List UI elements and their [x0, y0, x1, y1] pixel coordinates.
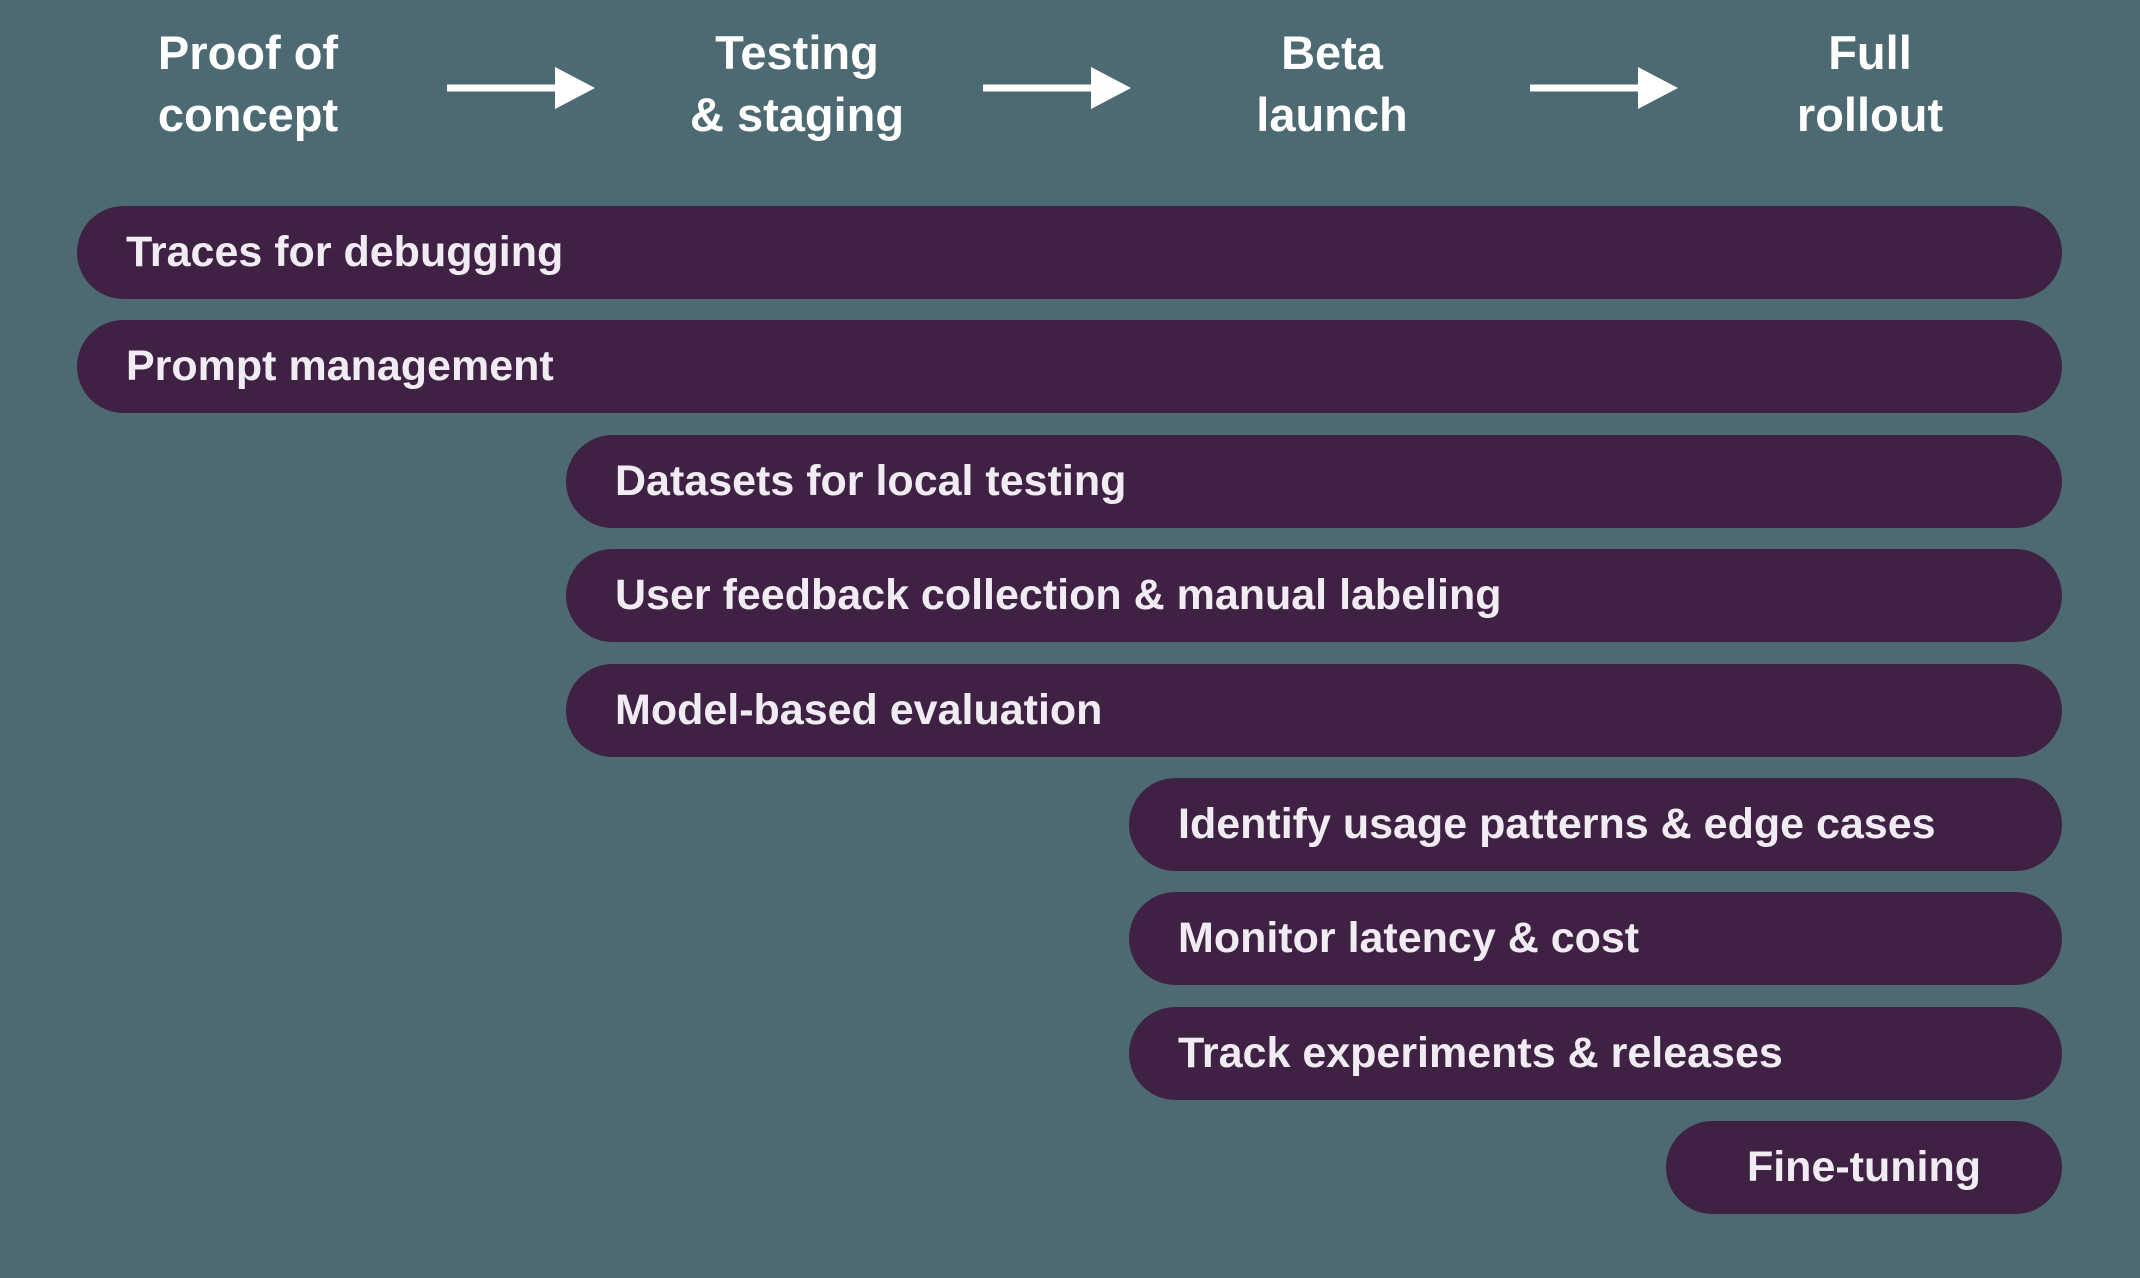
bar-prompt-management: Prompt management	[77, 320, 2062, 413]
flow-arrow-icon	[983, 67, 1131, 109]
bar-label: User feedback collection & manual labeli…	[615, 571, 1502, 619]
bar-label: Track experiments & releases	[1178, 1029, 1783, 1077]
bar-datasets-for-local-testing: Datasets for local testing	[566, 435, 2062, 528]
stage-label-line1: Full	[1828, 26, 1912, 79]
bar-label: Monitor latency & cost	[1178, 914, 1640, 962]
stage-label-full-rollout: Full rollout	[1797, 22, 1943, 146]
bar-label: Prompt management	[126, 342, 554, 390]
bar-label: Model-based evaluation	[615, 686, 1103, 734]
bar-label: Identify usage patterns & edge cases	[1178, 800, 1936, 848]
bar-label: Fine-tuning	[1746, 1143, 1982, 1191]
bar-model-based-evaluation: Model-based evaluation	[566, 664, 2062, 757]
stage-label-line1: Proof of	[157, 26, 339, 79]
stage-label-line1: Testing	[715, 26, 879, 79]
bar-monitor-latency-cost: Monitor latency & cost	[1129, 892, 2062, 985]
stage-label-line1: Beta	[1281, 26, 1383, 79]
bar-fine-tuning: Fine-tuning	[1666, 1121, 2062, 1214]
flow-arrow-icon	[447, 67, 595, 109]
stage-label-line2: concept	[157, 88, 339, 142]
bar-user-feedback-collection: User feedback collection & manual labeli…	[566, 549, 2062, 642]
bar-track-experiments-releases: Track experiments & releases	[1129, 1007, 2062, 1100]
bar-traces-for-debugging: Traces for debugging	[77, 206, 2062, 299]
bar-label: Datasets for local testing	[615, 457, 1127, 505]
stage-label-testing-staging: Testing & staging	[690, 22, 904, 146]
stage-label-line2: & staging	[689, 88, 905, 142]
stage-label-line2: rollout	[1796, 88, 1944, 142]
stage-label-proof-of-concept: Proof of concept	[158, 22, 338, 146]
stage-label-beta-launch: Beta launch	[1256, 22, 1407, 146]
bar-label: Traces for debugging	[126, 228, 564, 276]
stage-label-line2: launch	[1256, 88, 1408, 142]
bar-identify-usage-patterns: Identify usage patterns & edge cases	[1129, 778, 2062, 871]
flow-arrow-icon	[1530, 67, 1678, 109]
